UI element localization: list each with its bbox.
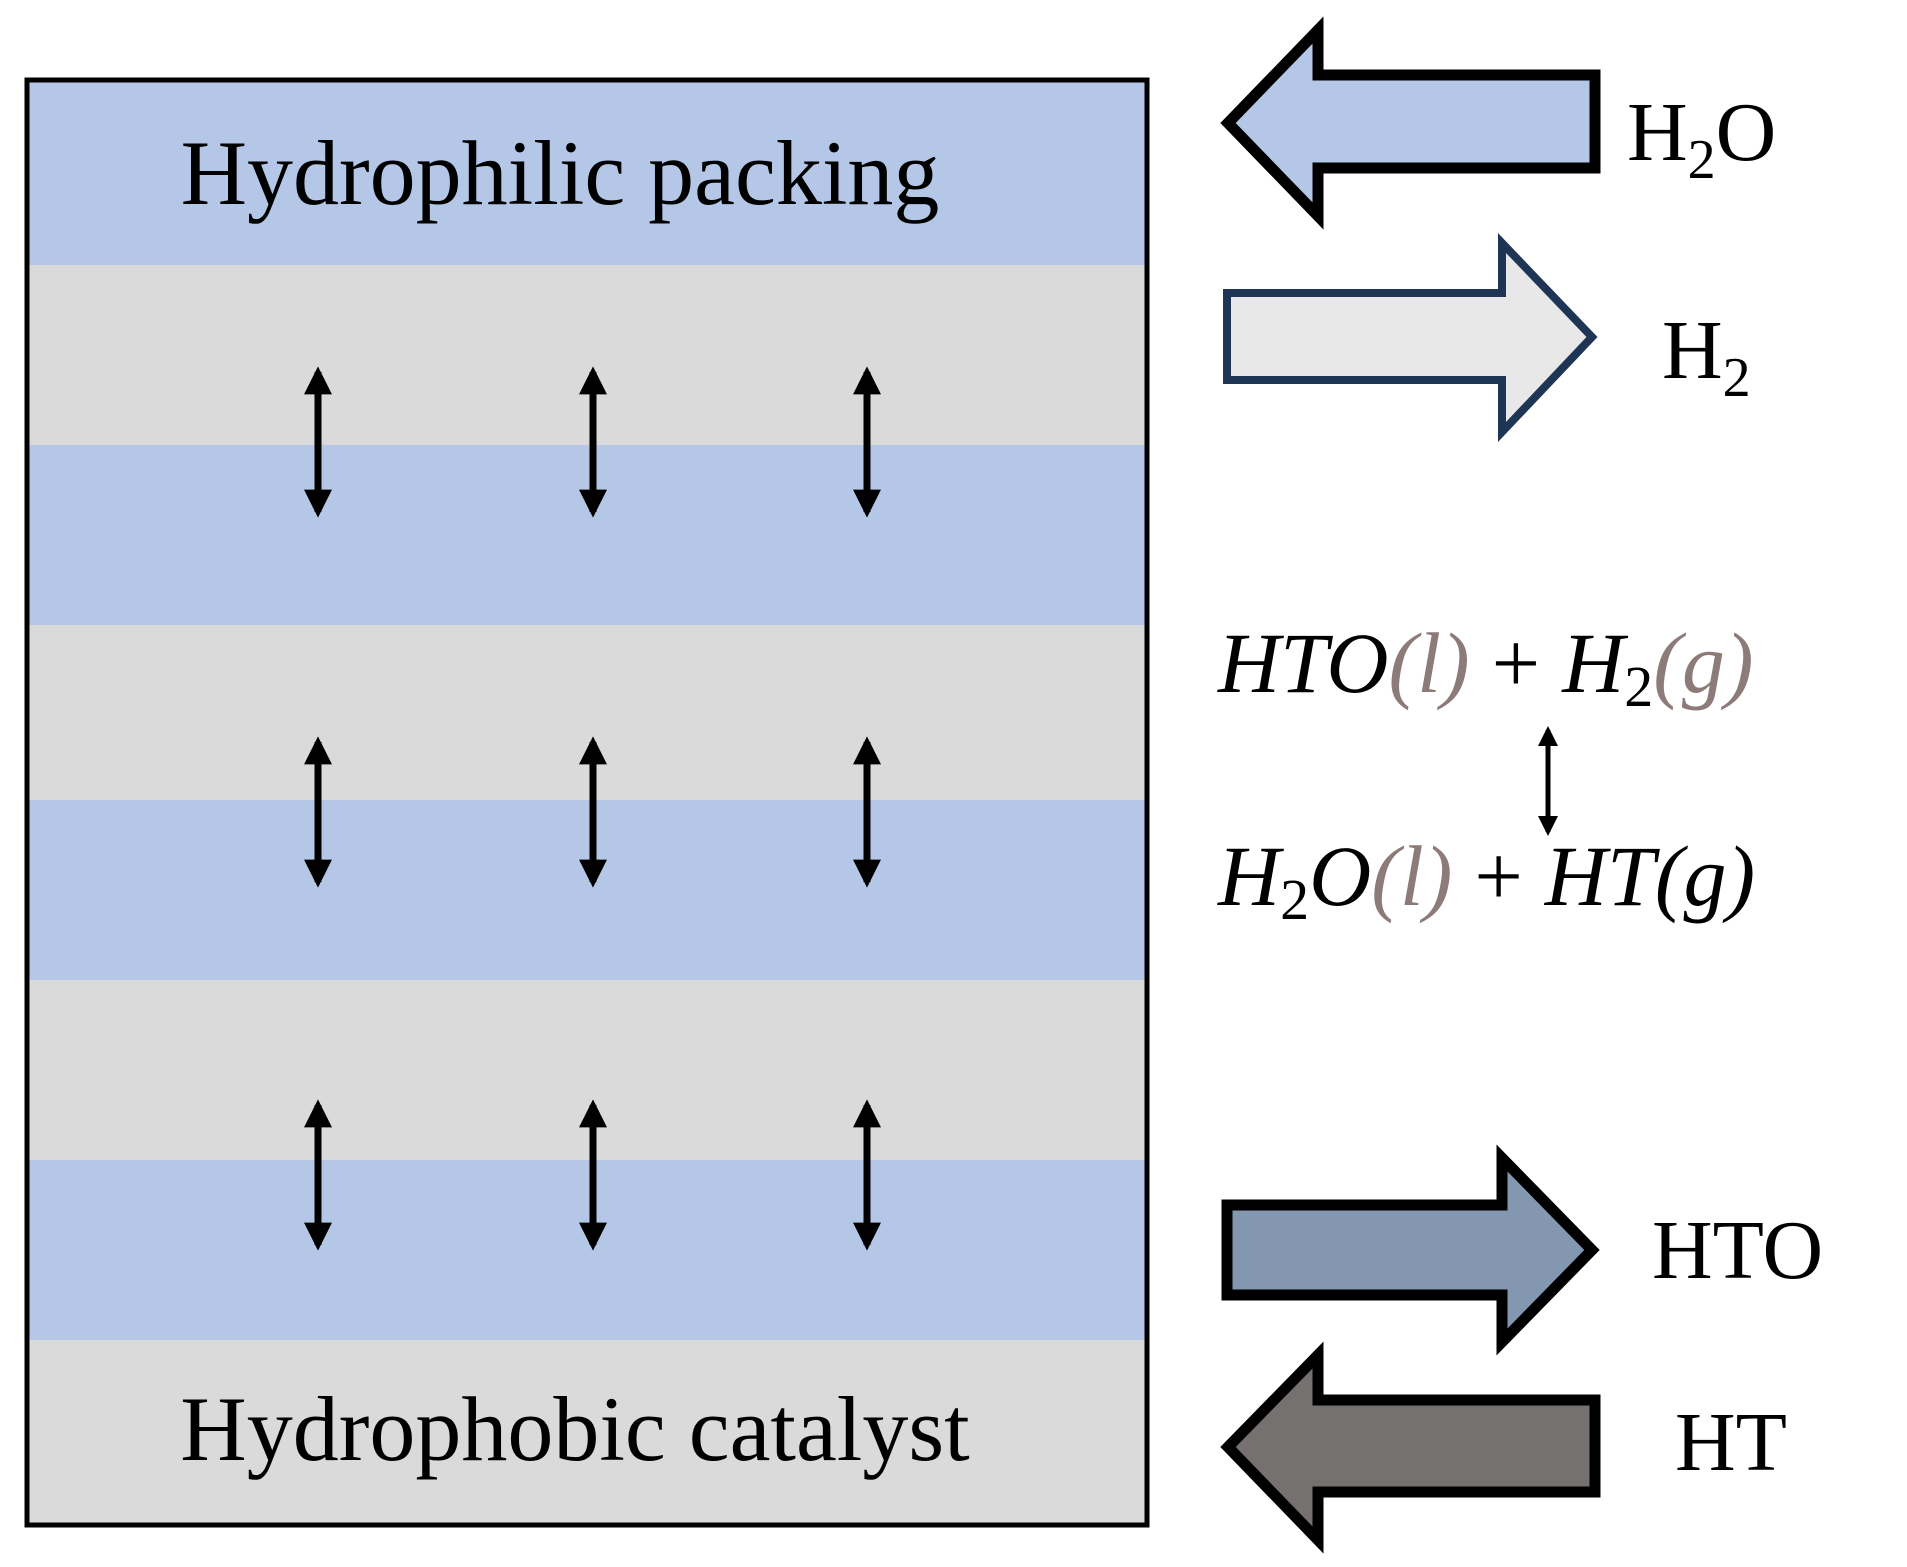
- hydrophilic-band-top: [27, 80, 1147, 265]
- reaction-line-2: H2O(l)+HT(g): [1217, 828, 1755, 932]
- ht-flow-arrow: [1220, 1341, 1601, 1554]
- hydrophilic-band: [27, 1160, 1147, 1340]
- exchange-arrows: [304, 366, 881, 1251]
- hydrophilic-band: [27, 800, 1147, 980]
- hydrophobic-band-bottom: [27, 1340, 1147, 1525]
- flow-arrows: [1220, 16, 1601, 1554]
- hydrophobic-band: [27, 980, 1147, 1160]
- hydrophilic-band: [27, 445, 1147, 625]
- h2-flow-arrow: [1223, 233, 1598, 443]
- ht-label: HT: [1675, 1396, 1787, 1489]
- hydrophobic-band: [27, 265, 1147, 445]
- hydrophobic-catalyst-label: Hydrophobic catalyst: [180, 1378, 970, 1480]
- hydrophilic-packing-label: Hydrophilic packing: [181, 122, 940, 224]
- flow-labels: H2O H2 HTO HT: [1627, 86, 1823, 1489]
- hydrophobic-band: [27, 625, 1147, 800]
- reaction-equation: HTO(l)+H2(g) H2O(l)+HT(g): [1217, 615, 1755, 932]
- h2o-flow-arrow: [1220, 16, 1601, 230]
- column-border: [24, 77, 1150, 1528]
- column: Hydrophilic packing Hydrophobic catalyst: [24, 77, 1150, 1528]
- h2-label: H2: [1662, 304, 1751, 409]
- hto-flow-arrow: [1221, 1144, 1600, 1356]
- hto-label: HTO: [1652, 1204, 1823, 1297]
- reaction-line-1: HTO(l)+H2(g): [1217, 615, 1754, 719]
- h2o-label: H2O: [1627, 86, 1776, 191]
